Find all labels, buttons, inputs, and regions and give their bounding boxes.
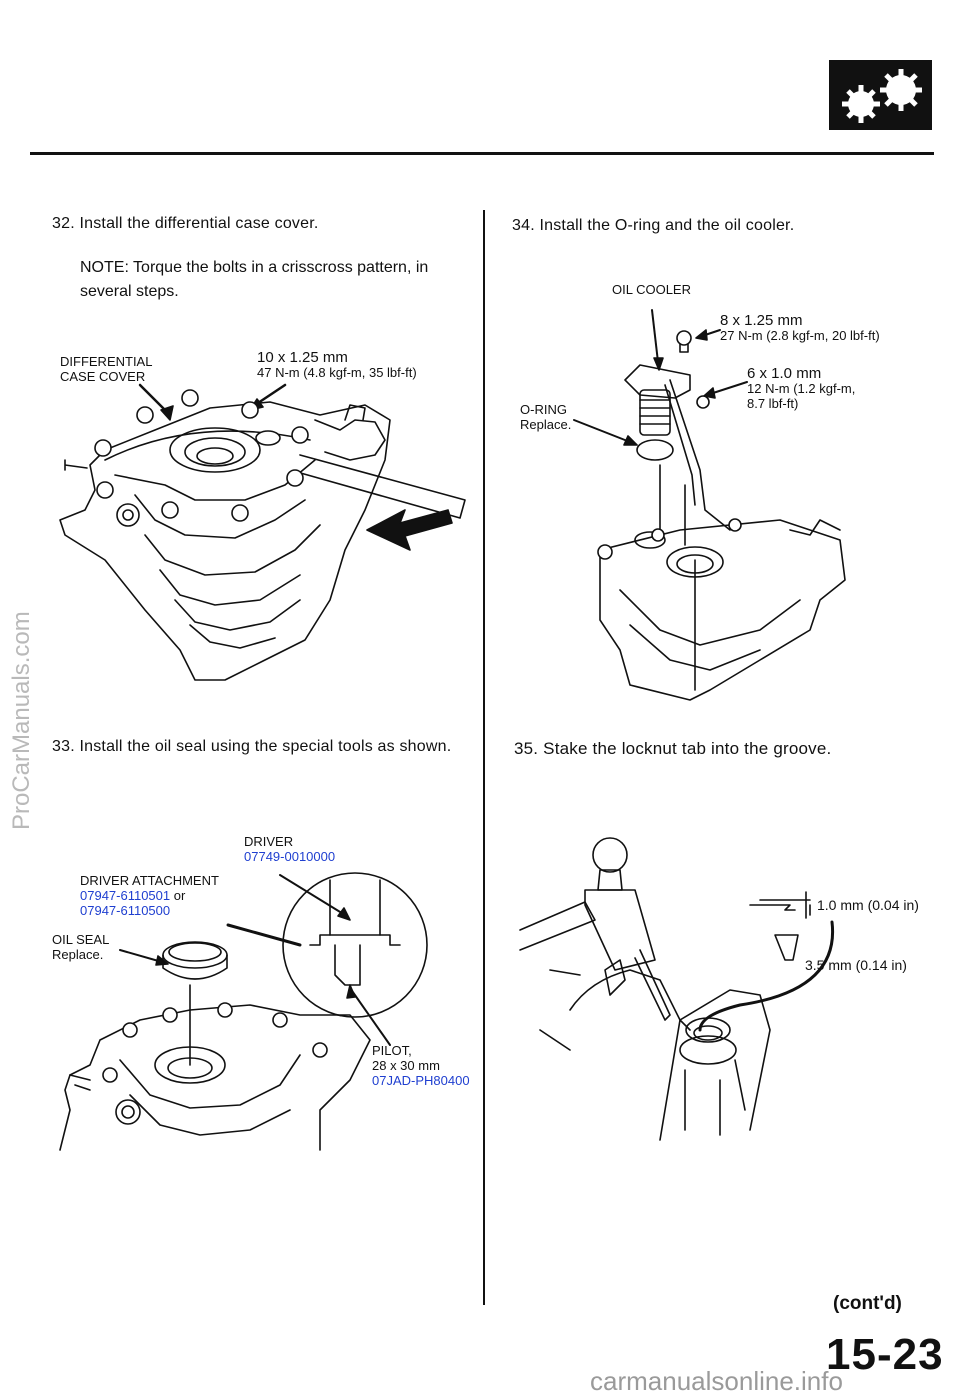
- spec-bolt-10mm: 10 x 1.25 mm 47 N-m (4.8 kgf-m, 35 lbf-f…: [257, 350, 417, 380]
- bolt-size: 10 x 1.25 mm: [257, 349, 348, 366]
- pilot-size: 28 x 30 mm: [372, 1058, 440, 1073]
- label-driver: DRIVER 07749-0010000: [244, 834, 335, 864]
- driver-part-number: 07749-0010000: [244, 849, 336, 864]
- attachment-part-number-1: 07947-6110501: [80, 888, 171, 903]
- spec-bolt-8mm: 8 x 1.25 mm 27 N-m (2.8 kgf-m, 20 lbf-ft…: [720, 313, 880, 343]
- note-line-1: NOTE: Torque the bolts in a crisscross p…: [80, 259, 429, 276]
- bolt2-torque-1: 12 N-m (1.2 kgf-m,: [747, 381, 856, 396]
- bolt2-torque-2: 8.7 lbf-ft): [747, 396, 799, 411]
- oring-note: Replace.: [520, 417, 572, 432]
- label-driver-attachment: DRIVER ATTACHMENT 07947-6110501 or 07947…: [80, 873, 219, 918]
- differential-cover-illustration: [59, 383, 466, 681]
- label-pilot: PILOT, 28 x 30 mm 07JAD-PH80400: [372, 1043, 470, 1088]
- column-divider: [483, 210, 485, 1305]
- watermark: ProCarManuals.com: [8, 611, 35, 830]
- step-33-text: 33. Install the oil seal using the speci…: [52, 738, 452, 755]
- header-rule: [30, 152, 934, 155]
- attachment-or: or: [173, 888, 186, 903]
- seal-note: Replace.: [52, 947, 104, 962]
- bolt1-size: 8 x 1.25 mm: [720, 312, 803, 329]
- attachment-part-number-2: 07947-6110500: [80, 903, 171, 918]
- continued-label: (cont'd): [833, 1293, 902, 1314]
- label-line-1: DIFFERENTIAL: [60, 354, 153, 369]
- label-oil-seal: OIL SEAL Replace.: [52, 932, 109, 962]
- dim-stake-depth: 3.5 mm (0.14 in): [805, 957, 907, 973]
- step-34-text: 34. Install the O-ring and the oil coole…: [512, 217, 795, 234]
- label-line-2: CASE COVER: [60, 369, 146, 384]
- step-35-text: 35. Stake the locknut tab into the groov…: [514, 739, 832, 758]
- note-line-2: several steps.: [80, 283, 179, 300]
- bolt2-size: 6 x 1.0 mm: [747, 365, 822, 382]
- driver-label: DRIVER: [244, 834, 294, 849]
- step-32-note: NOTE: Torque the bolts in a crisscross p…: [80, 256, 428, 304]
- attachment-label: DRIVER ATTACHMENT: [80, 873, 219, 888]
- oil-seal-tools-illustration: [59, 872, 428, 1151]
- gear-icon: [829, 60, 932, 130]
- pilot-label: PILOT,: [372, 1043, 412, 1058]
- pilot-part-number: 07JAD-PH80400: [372, 1073, 470, 1088]
- bolt-torque: 47 N-m (4.8 kgf-m, 35 lbf-ft): [257, 365, 417, 380]
- oring-label: O-RING: [520, 402, 567, 417]
- label-oil-cooler: OIL COOLER: [612, 282, 691, 297]
- step-32-text: 32. Install the differential case cover.: [52, 215, 319, 232]
- footer-watermark-site: carmanualsonline.info: [590, 1366, 843, 1396]
- bolt1-torque: 27 N-m (2.8 kgf-m, 20 lbf-ft): [720, 328, 880, 343]
- seal-label: OIL SEAL: [52, 932, 110, 947]
- stake-locknut-illustration: [519, 837, 835, 1141]
- label-differential-case-cover: DIFFERENTIAL CASE COVER: [60, 354, 152, 384]
- page-number: 15-23: [826, 1330, 944, 1379]
- dim-tab-thickness: 1.0 mm (0.04 in): [817, 897, 919, 913]
- label-o-ring: O-RING Replace.: [520, 402, 571, 432]
- oil-cooler-illustration: [573, 309, 846, 701]
- spec-bolt-6mm: 6 x 1.0 mm 12 N-m (1.2 kgf-m, 8.7 lbf-ft…: [747, 366, 855, 411]
